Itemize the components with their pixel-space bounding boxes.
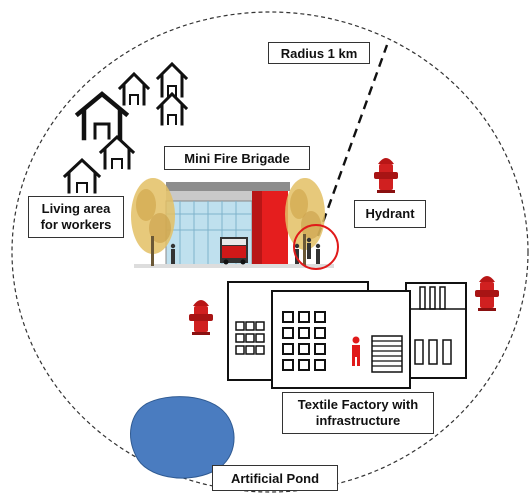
fire-truck-icon [220, 237, 248, 265]
house-icon [74, 91, 130, 141]
house-icon [117, 71, 151, 106]
house-icon [155, 61, 189, 98]
living-area-label-line2: for workers [40, 217, 112, 232]
pond-label: Artificial Pond [212, 465, 338, 491]
factory-label-line1: Textile Factory with [297, 397, 419, 412]
house-icon [62, 157, 102, 194]
tree-icon [131, 178, 175, 266]
person-icon [315, 243, 321, 264]
person-icon [170, 243, 176, 264]
radius-origin-highlight [293, 224, 339, 270]
radius-label: Radius 1 km [268, 42, 370, 64]
coverage-radius-circle [11, 11, 529, 493]
fire-hydrant-icon [374, 158, 398, 193]
living-area-label-line1: Living area [41, 201, 111, 216]
factory-label: Textile Factory with infrastructure [282, 392, 434, 434]
factory-icon [227, 281, 467, 389]
radius-line [316, 44, 389, 237]
fire-brigade-label: Mini Fire Brigade [164, 146, 310, 170]
factory-label-line2: infrastructure [315, 413, 401, 428]
fire-hydrant-icon [475, 276, 499, 311]
house-icon [98, 134, 136, 170]
person-icon [306, 237, 312, 259]
fire-hydrant-icon [189, 300, 213, 335]
living-area-label: Living area for workers [28, 196, 124, 238]
tree-icon [285, 178, 325, 266]
person-icon [352, 336, 360, 366]
house-icon [155, 91, 189, 126]
hydrant-label: Hydrant [354, 200, 426, 228]
